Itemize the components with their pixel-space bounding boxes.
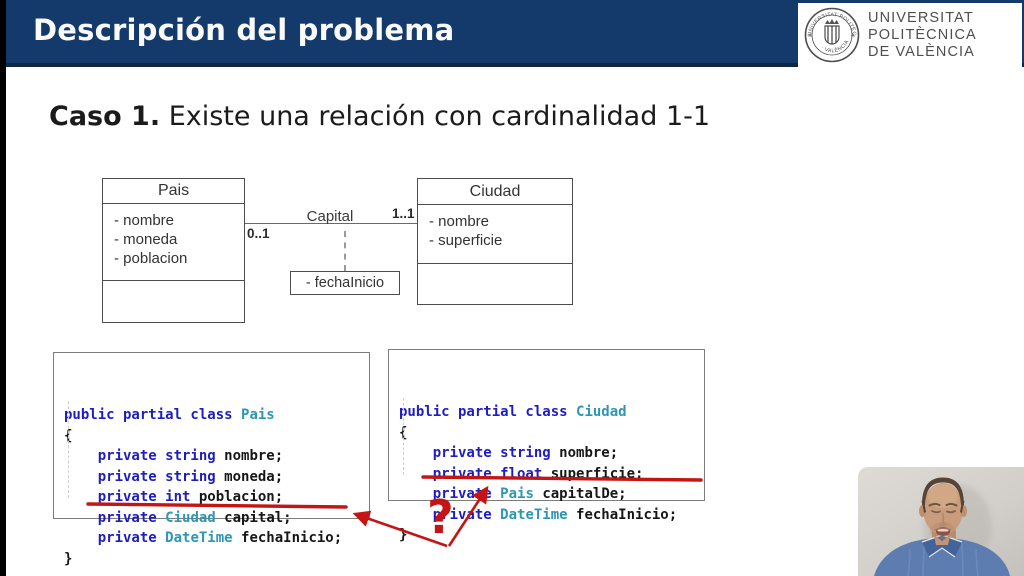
university-name-line2: POLITÈCNICA (868, 26, 977, 43)
code-block-pais: public partial class Pais { private strin… (53, 352, 370, 567)
university-name-line1: UNIVERSITAT (868, 9, 974, 26)
uml-attribute: - poblacion (114, 250, 188, 267)
uml-class-ciudad: Ciudad - nombre - superficie (417, 178, 573, 305)
uml-multiplicity-pais: 0..1 (247, 226, 270, 241)
uml-association-label: Capital (306, 208, 354, 225)
indent-guide (68, 401, 69, 498)
uml-class-pais-attributes: - nombre - moneda - poblacion (103, 204, 244, 281)
code-line: private DateTime fechaInicio; (97, 530, 343, 546)
presenter-image (858, 467, 1024, 576)
code-line: private string nombre; (432, 445, 619, 461)
svg-text:✳: ✳ (851, 33, 856, 40)
uml-attribute: - moneda (114, 231, 178, 248)
code-line: } (64, 550, 73, 567)
uml-assoc-class-attr: - fechaInicio (305, 275, 385, 291)
video-edge-strip (0, 0, 6, 576)
slide-title: Descripción del problema (33, 13, 455, 47)
case-heading-text: Existe una relación con cardinalidad 1-1 (160, 101, 711, 132)
code-line: { (64, 427, 73, 444)
uml-multiplicity-ciudad: 1..1 (392, 206, 415, 221)
uml-class-ciudad-attributes: - nombre - superficie (418, 205, 572, 264)
code-line: private string moneda; (97, 468, 284, 485)
uml-attribute: - superficie (429, 232, 503, 249)
uml-class-pais: Pais - nombre - moneda - poblacion (102, 178, 245, 323)
indent-guide (403, 398, 404, 475)
code-line: private int poblacion; (97, 489, 284, 505)
uml-class-pais-name: Pais (103, 179, 244, 204)
code-line: public partial class Ciudad (399, 404, 627, 420)
uml-class-ciudad-name: Ciudad (418, 179, 572, 205)
code-line: private Ciudad capital; (97, 509, 292, 526)
uml-assoc-class-box: - fechaInicio (290, 271, 400, 295)
code-line: private string nombre; (97, 448, 284, 464)
slide-header-bar: Descripción del problema UNIVERSITAT POL… (0, 0, 1024, 67)
red-question-mark: ? (427, 490, 454, 544)
uml-association-line (245, 223, 417, 224)
university-name-line3: DE VALÈNCIA (868, 43, 975, 60)
presenter-webcam (858, 467, 1024, 576)
code-line: { (399, 424, 408, 441)
case-heading: Caso 1. Existe una relación con cardinal… (49, 101, 710, 132)
university-crest-icon: UNIVERSITAT POLITÈCNICA · VALÈNCIA · ✳ ✳ (803, 6, 860, 63)
uml-attribute: - nombre (114, 212, 175, 229)
uml-attribute: - nombre (429, 213, 490, 230)
uml-assoc-class-dashed-line (344, 231, 346, 271)
case-heading-bold: Caso 1. (49, 101, 161, 132)
university-logo: UNIVERSITAT POLITÈCNICA · VALÈNCIA · ✳ ✳… (798, 3, 1022, 67)
code-line: private float superficie; (432, 465, 644, 482)
university-name: UNIVERSITAT POLITÈCNICA DE VALÈNCIA (868, 10, 977, 61)
code-line: public partial class Pais (64, 407, 275, 423)
svg-text:✳: ✳ (808, 33, 813, 40)
code-block-ciudad: public partial class Ciudad { private str… (388, 349, 705, 543)
